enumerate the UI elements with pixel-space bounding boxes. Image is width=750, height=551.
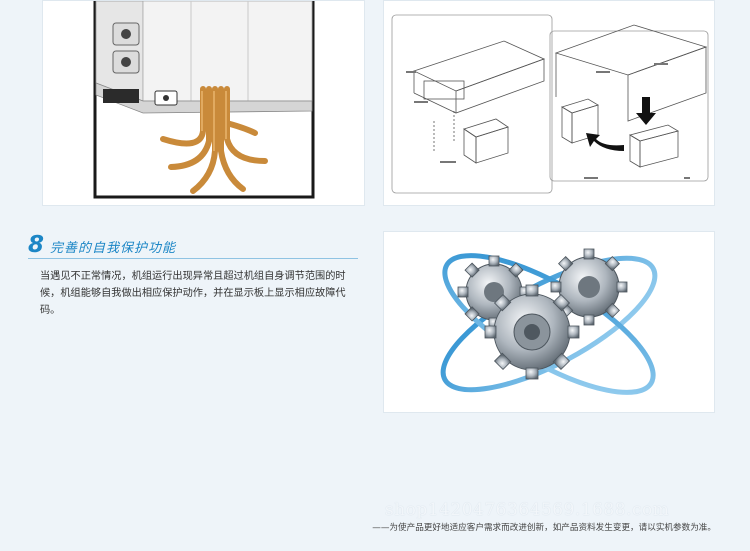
feature-heading: 8 完善的自我保护功能 xyxy=(28,232,176,258)
schematic-box-left xyxy=(463,118,509,138)
gear-icon xyxy=(484,284,580,380)
heading-divider xyxy=(28,258,358,259)
feature-description: 当遇见不正常情况，机组运行出现异常且超过机组自身调节范围的时候，机组能够自我做出… xyxy=(40,271,346,316)
gear-icon xyxy=(550,248,628,326)
installation-schematic xyxy=(391,14,709,194)
unit-base xyxy=(95,82,313,114)
copper-pipes xyxy=(160,86,268,194)
schematic-panel-left xyxy=(391,14,553,194)
feature-title: 完善的自我保护功能 xyxy=(50,241,177,256)
gears-orbit-illustration xyxy=(440,248,658,395)
outdoor-unit-image-card xyxy=(42,0,365,206)
unit-front-panel xyxy=(142,1,313,102)
outdoor-unit-illustration xyxy=(93,1,315,199)
installation-diagram-card xyxy=(383,0,715,206)
schematic-panel-right xyxy=(549,30,709,182)
feature-number: 8 xyxy=(28,232,45,258)
protection-gears-image-card xyxy=(383,231,715,413)
photo-frame xyxy=(93,1,315,199)
watermark-text: shop1420476364569.1688.com xyxy=(385,500,670,520)
footnote-disclaimer: ——为使产品更好地适应客户需求而改进创新，如产品资料发生变更，请以实机参数为准。 xyxy=(372,523,716,533)
arrow-icon xyxy=(586,97,656,151)
